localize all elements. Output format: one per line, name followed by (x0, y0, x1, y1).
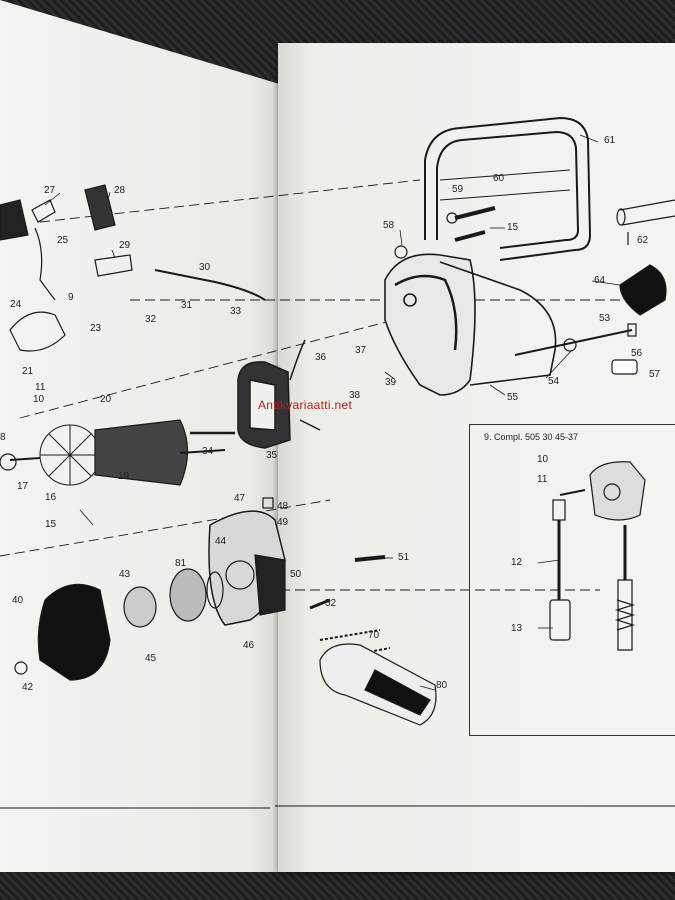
part-label-55: 55 (507, 392, 519, 403)
part-label-8: 8 (0, 432, 6, 443)
part-label-16: 16 (45, 492, 57, 503)
cable-part-25 (34, 227, 56, 301)
part-label-23: 23 (90, 323, 102, 334)
part-label-70: 70 (368, 630, 380, 641)
part-label-39: 39 (385, 377, 397, 388)
part-label-42: 42 (22, 682, 34, 693)
gear-cover-part-47 (208, 510, 286, 626)
part-label-35: 35 (266, 450, 278, 461)
armature-part-19 (9, 419, 226, 486)
nut-part-58 (394, 245, 408, 259)
part-label-45: 45 (145, 653, 157, 664)
part-label-20: 20 (100, 394, 112, 405)
part-label-32: 32 (145, 314, 157, 325)
part-label-54: 54 (548, 376, 560, 387)
bolt-part-53 (514, 323, 637, 356)
part-label-9: 9 (68, 292, 74, 303)
nut-part-48 (262, 497, 274, 509)
part-label-53: 53 (599, 313, 611, 324)
handle-part-61 (424, 116, 592, 261)
part-label-40: 40 (12, 595, 24, 606)
part-label-47: 47 (234, 493, 246, 504)
part-label-44: 44 (215, 536, 227, 547)
part-label-19: 19 (118, 471, 130, 482)
cable-part-30 (154, 269, 266, 301)
watermark-text: Antikvariaatti.net (258, 398, 353, 412)
part-label-15-left: 15 (45, 519, 57, 530)
part-label-27: 27 (44, 185, 56, 196)
screws-parts-59-60 (446, 206, 496, 242)
capacitor-part-29 (94, 254, 133, 277)
switch-part (0, 199, 29, 241)
inset-label-10: 10 (537, 454, 549, 465)
part-label-46: 46 (243, 640, 255, 651)
leader-lines (44, 134, 621, 691)
part-label-60: 60 (493, 173, 505, 184)
part-label-52: 52 (325, 598, 337, 609)
oil-pump-inset-box (469, 424, 675, 736)
part-label-29: 29 (119, 240, 131, 251)
part-label-48: 48 (277, 501, 289, 512)
washer-part-44 (206, 571, 224, 609)
part-label-50: 50 (290, 569, 302, 580)
tube-part-62 (616, 199, 675, 245)
part-label-15-right: 15 (507, 222, 519, 233)
part-label-36: 36 (315, 352, 327, 363)
part-label-43: 43 (119, 569, 131, 580)
part-label-31: 31 (181, 300, 193, 311)
inset-label-11: 11 (537, 474, 548, 485)
part-label-38: 38 (349, 390, 361, 401)
part-label-10: 10 (33, 394, 45, 405)
part-label-17: 17 (17, 481, 29, 492)
right-page (278, 43, 675, 872)
washer-part-42 (14, 661, 28, 675)
part-label-64: 64 (594, 275, 606, 286)
inset-label-13: 13 (511, 623, 523, 634)
part-label-62: 62 (637, 235, 649, 246)
part-label-30: 30 (199, 262, 211, 273)
cap-part-64 (619, 264, 667, 316)
part-label-24: 24 (10, 299, 22, 310)
part-label-58: 58 (383, 220, 395, 231)
inset-label-12: 12 (511, 557, 523, 568)
part-label-34: 34 (202, 446, 214, 457)
bearing-part-8 (0, 453, 17, 471)
part-label-51: 51 (398, 552, 410, 563)
part-label-61: 61 (604, 135, 616, 146)
inset-title: 9. Compl. 505 30 45-37 (484, 432, 579, 442)
gear-part-81 (169, 568, 207, 622)
sprocket-part-43 (123, 586, 157, 628)
clip-part-27 (31, 199, 56, 223)
part-label-25: 25 (57, 235, 69, 246)
brush-part-57 (611, 359, 638, 375)
bracket-part-28 (84, 184, 116, 231)
part-label-57: 57 (649, 369, 661, 380)
cover-part-40 (37, 583, 111, 681)
part-label-80: 80 (436, 680, 448, 691)
part-label-28: 28 (114, 185, 126, 196)
brush-plate-part-24 (9, 311, 66, 352)
part-label-33: 33 (230, 306, 242, 317)
part-label-56: 56 (631, 348, 643, 359)
screw-part-52 (309, 598, 331, 610)
part-label-49: 49 (277, 517, 289, 528)
part-label-37: 37 (355, 345, 367, 356)
part-label-59: 59 (452, 184, 464, 195)
field-coil-part-35 (237, 339, 321, 449)
part-label-11: 11 (35, 382, 46, 393)
part-label-21: 21 (22, 366, 34, 377)
part-label-81: 81 (175, 558, 187, 569)
oil-pump-inset-parts (549, 461, 646, 651)
motor-housing-part-55 (384, 253, 557, 396)
screw-part-51 (354, 555, 386, 562)
